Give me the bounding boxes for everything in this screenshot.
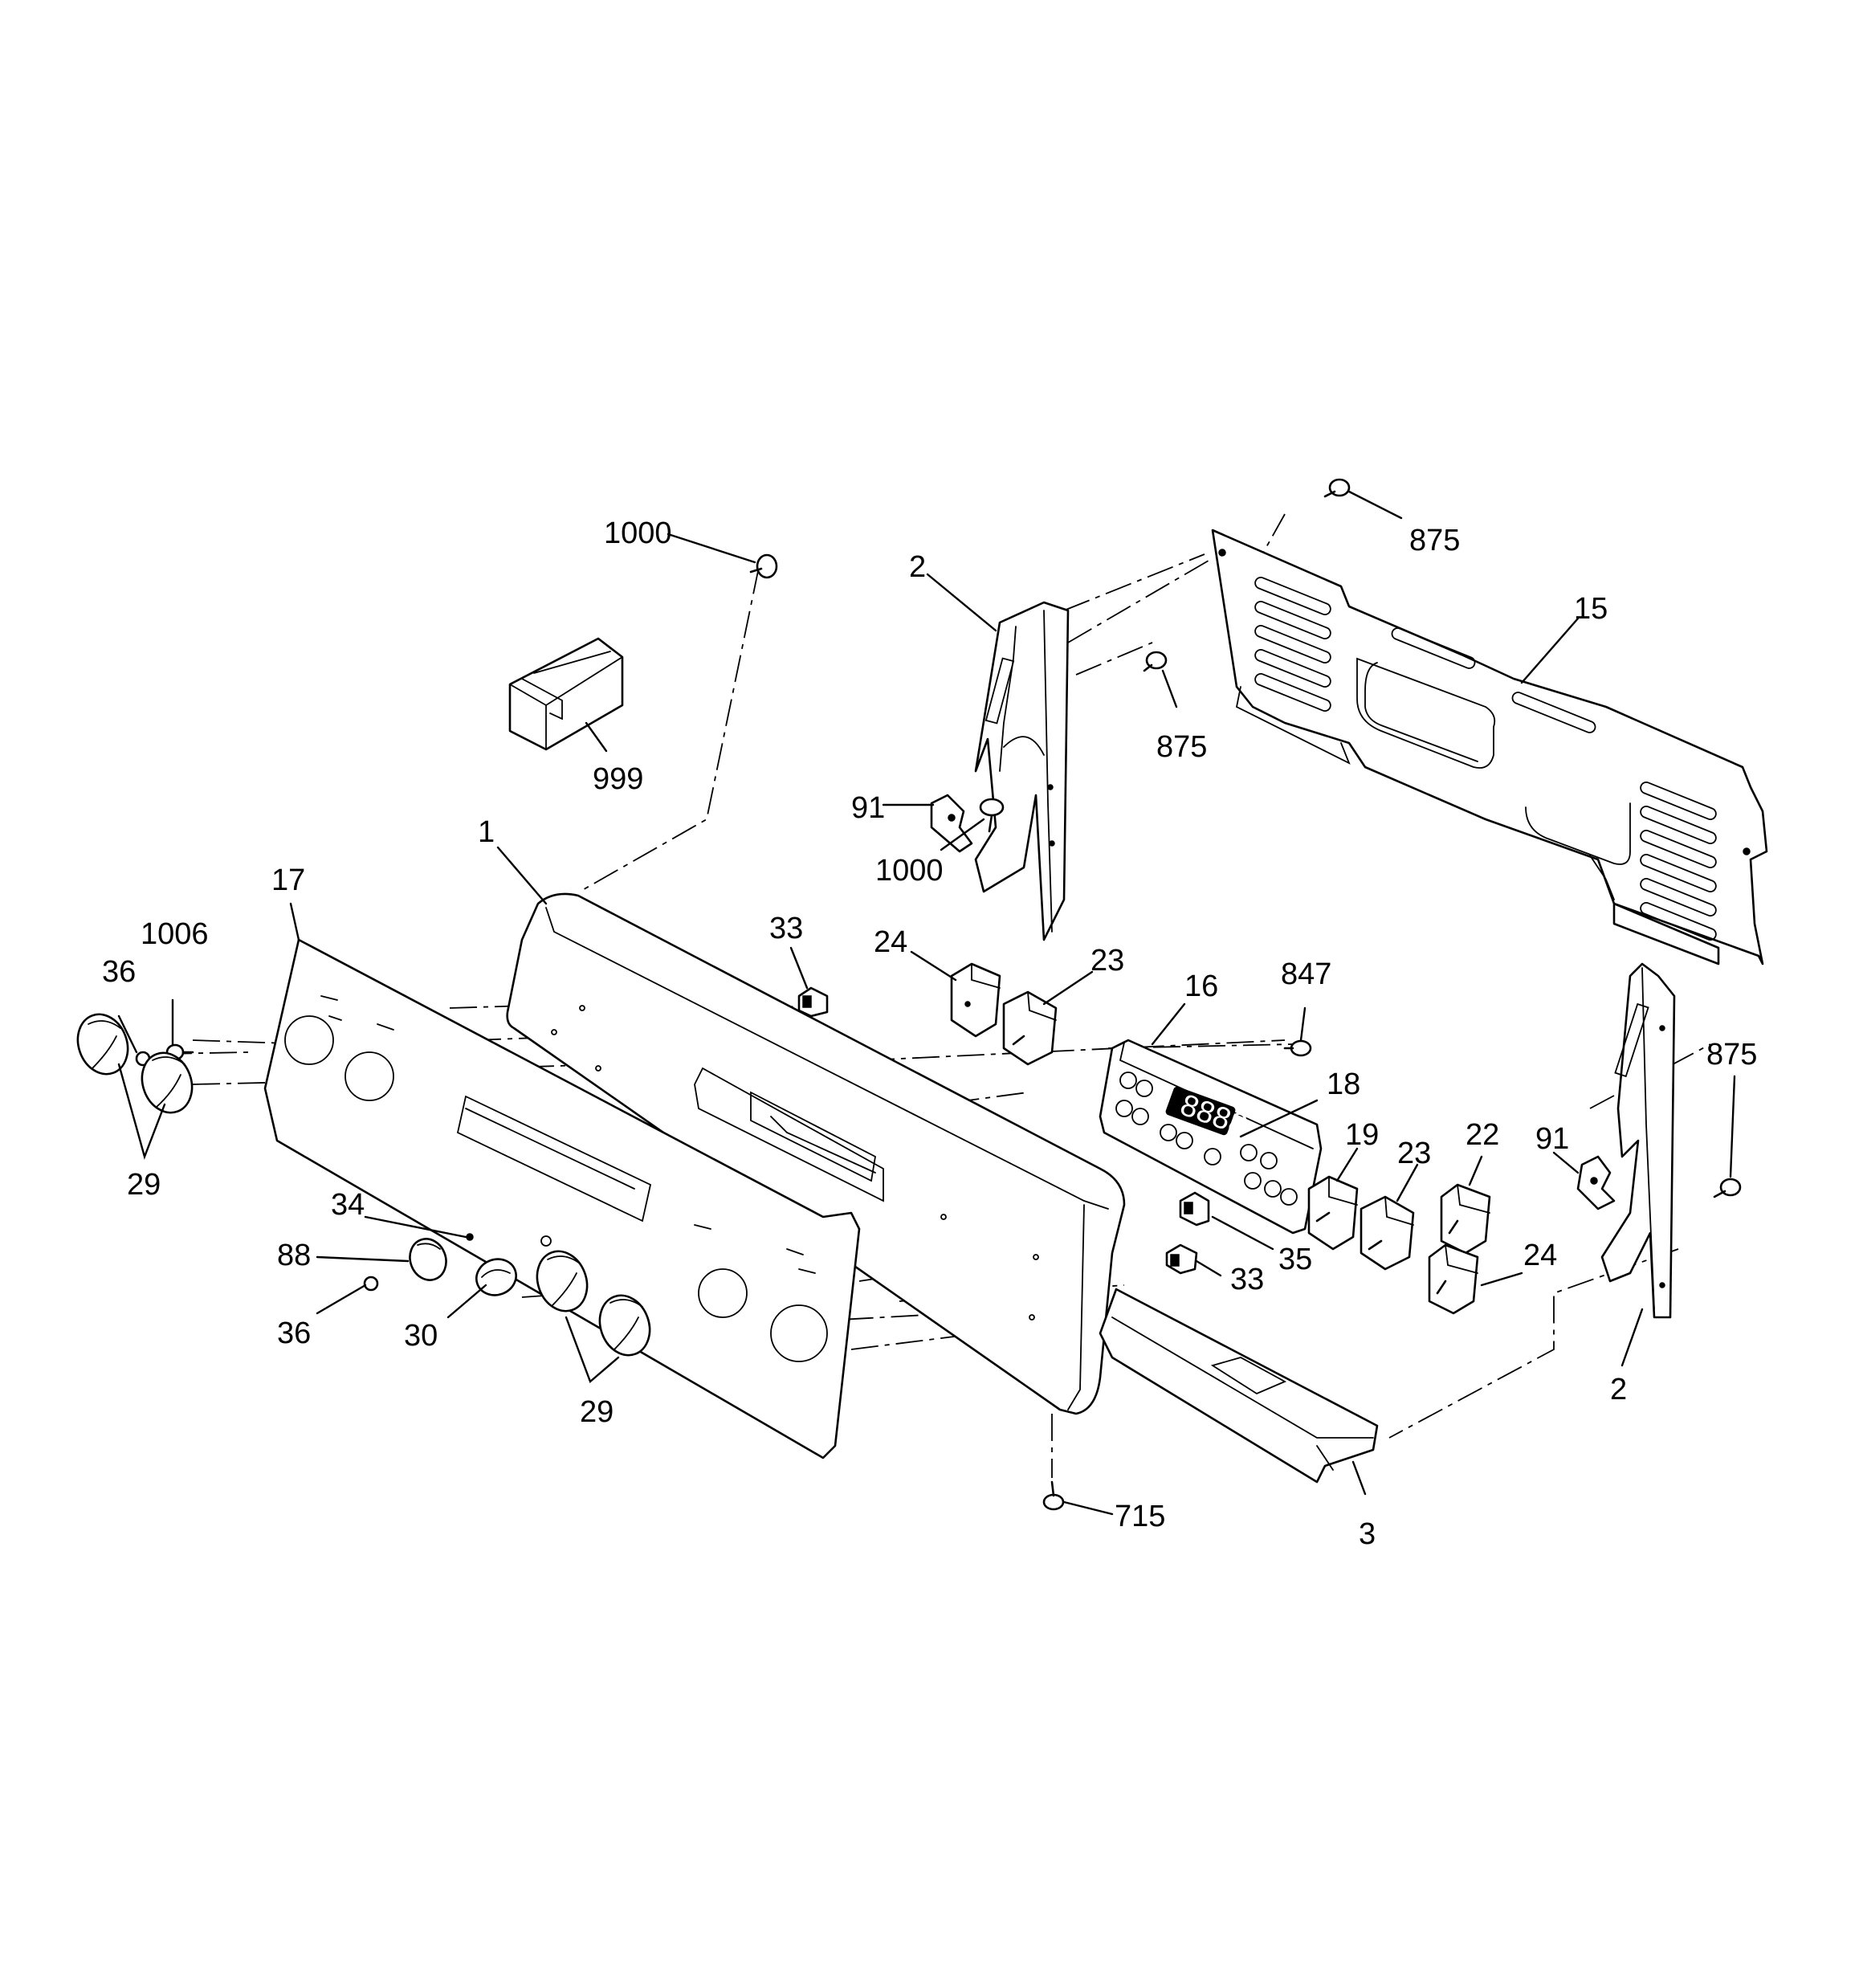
callout-17: 17 [271, 863, 305, 897]
overlay-marks [320, 995, 816, 1274]
callout-1000-top: 1000 [604, 516, 672, 550]
callout-88: 88 [277, 1239, 311, 1272]
callout-1000-cap: 1000 [875, 854, 944, 888]
part-33-indicator-upper [797, 986, 829, 1018]
callout-715: 715 [1115, 1500, 1165, 1533]
callout-22: 22 [1466, 1118, 1499, 1152]
control-buttons [1115, 1072, 1298, 1206]
callout-91-upper: 91 [851, 791, 885, 825]
part-17-overlay-left [263, 938, 861, 1459]
callout-2-upper: 2 [909, 550, 926, 584]
callout-3: 3 [1359, 1517, 1376, 1551]
part-15-rear-panel [1211, 529, 1768, 965]
part-3-bottom-trim [1099, 1288, 1379, 1484]
callout-16: 16 [1184, 970, 1218, 1003]
part-91-clip-upper [930, 794, 973, 853]
part-35-indicator [1179, 1191, 1210, 1227]
callout-91-lower: 91 [1535, 1122, 1569, 1156]
callout-19: 19 [1345, 1118, 1379, 1152]
part-847-screw [1283, 1039, 1312, 1057]
part-91-clip-lower [1576, 1155, 1616, 1210]
rear-panel-vents-left [1254, 576, 1331, 712]
callout-24-lower: 24 [1523, 1239, 1557, 1272]
callout-33-lower: 33 [1230, 1263, 1264, 1296]
part-715-screw [1042, 1480, 1065, 1511]
callout-15: 15 [1574, 592, 1608, 626]
part-29-knob-d [598, 1294, 651, 1357]
callout-36-upper: 36 [102, 955, 136, 989]
part-36-spacer-lower [363, 1276, 379, 1292]
callout-30: 30 [404, 1319, 438, 1353]
part-999-literature-box [508, 637, 624, 751]
callout-29-left: 29 [127, 1168, 161, 1202]
part-24-switch-upper [950, 962, 1001, 1038]
part-34-spring [466, 1233, 474, 1241]
rear-panel-vents-middle [1391, 627, 1596, 733]
part-88-knob [409, 1238, 447, 1281]
rear-panel-vents-right [1640, 781, 1717, 941]
callout-33-upper: 33 [769, 912, 803, 945]
part-1000-screw-top [749, 553, 778, 579]
part-24-switch-lower [1428, 1243, 1479, 1315]
callout-875-b: 875 [1156, 730, 1207, 764]
callout-1: 1 [478, 815, 495, 849]
part-2-end-cap-right [1600, 962, 1676, 1319]
backsplash-holes [551, 1005, 1039, 1321]
part-16-control-board: 8888 [1099, 1039, 1323, 1235]
callout-875-c: 875 [1706, 1038, 1757, 1072]
callout-23-upper: 23 [1090, 944, 1124, 978]
part-875-screw-a [1323, 478, 1351, 498]
callout-36-lower: 36 [277, 1316, 311, 1350]
callout-34: 34 [331, 1188, 365, 1222]
part-23-switch-lower [1360, 1195, 1415, 1271]
part-30-knob [475, 1258, 517, 1296]
callout-1006: 1006 [141, 917, 209, 951]
callout-23-lower: 23 [1397, 1137, 1431, 1170]
part-19-switch [1307, 1175, 1359, 1251]
callout-18: 18 [1327, 1067, 1360, 1101]
part-29-knob-a [76, 1013, 129, 1076]
part-2-end-cap-left [974, 601, 1070, 941]
part-22-switch [1440, 1183, 1491, 1255]
callout-847: 847 [1281, 957, 1331, 991]
callout-875-a: 875 [1409, 524, 1460, 557]
part-33-indicator-lower [1165, 1243, 1198, 1275]
part-875-screw-b [1143, 651, 1168, 672]
leader-lines [117, 490, 1736, 1516]
callout-labels: 1000 999 2 875 875 15 91 1000 1 17 1006 … [102, 516, 1757, 1551]
part-29-knob-b [141, 1051, 194, 1114]
part-875-screw-c [1713, 1178, 1742, 1198]
part-29-knob-c [536, 1250, 589, 1312]
part-23-switch-upper [1002, 990, 1058, 1066]
callout-35: 35 [1278, 1243, 1312, 1276]
callout-29-lower: 29 [580, 1395, 614, 1429]
callout-2-lower: 2 [1610, 1373, 1627, 1406]
callout-24-upper: 24 [874, 925, 907, 959]
part-1000-screw-cap [979, 798, 1005, 833]
callout-999: 999 [593, 762, 643, 796]
